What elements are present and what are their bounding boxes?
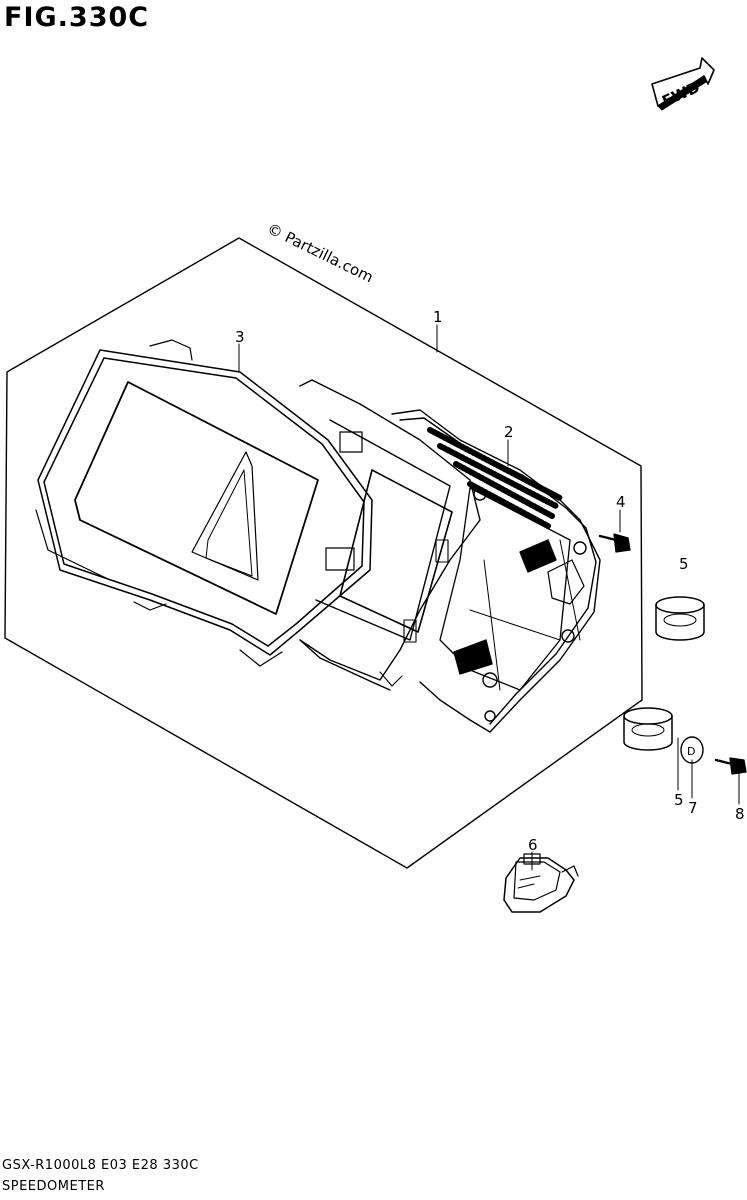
front-cover-part-3 <box>35 339 373 667</box>
washer-part-7: D <box>680 736 704 764</box>
callout-4: 4 <box>616 493 626 511</box>
connector-part-6 <box>503 853 579 913</box>
callout-6: 6 <box>528 836 538 854</box>
diagram-code: GSX-R1000L8 E03 E28 330C <box>2 1158 199 1173</box>
watermark: © Partzilla.com <box>264 219 376 286</box>
callout-5b: 5 <box>674 791 684 809</box>
meter-housing <box>299 379 481 691</box>
screw-part-4 <box>598 533 631 553</box>
callout-7: 7 <box>688 799 698 817</box>
diagram-name: SPEEDOMETER <box>2 1179 105 1194</box>
grommet-part-5a <box>655 596 705 641</box>
callout-3: 3 <box>235 328 245 346</box>
assembly-outline <box>4 237 643 869</box>
washer-letter: D <box>687 745 695 758</box>
callout-1: 1 <box>433 308 443 326</box>
screw-part-8 <box>714 757 747 775</box>
callout-2: 2 <box>504 423 514 441</box>
callout-5a: 5 <box>679 555 689 573</box>
figure-title: FIG.330C <box>4 2 150 33</box>
callout-8: 8 <box>735 805 745 823</box>
leader-lines <box>238 324 740 871</box>
grommet-part-5b <box>623 707 673 751</box>
fwd-arrow-icon: FWD <box>651 57 715 111</box>
rear-case-part-2 <box>391 409 601 733</box>
callout-labels: 1 2 3 4 5 5 6 7 8 <box>235 308 745 854</box>
